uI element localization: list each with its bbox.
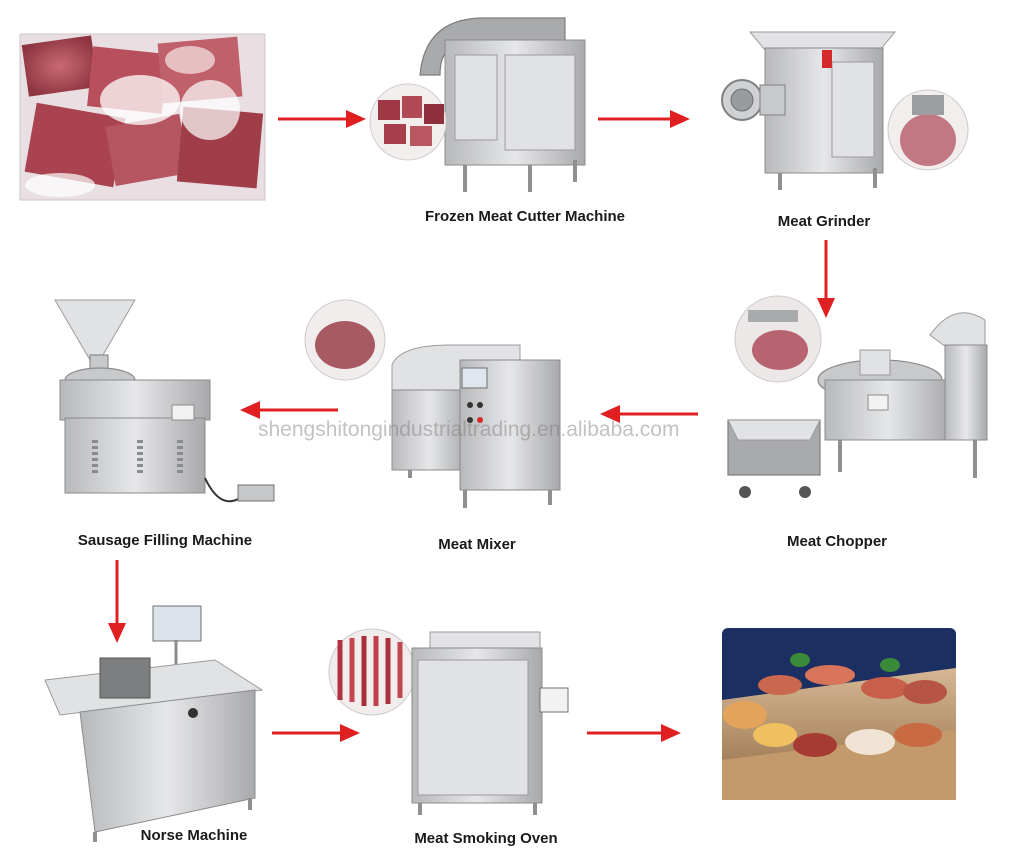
meat-smoking-oven-image (329, 629, 568, 815)
arrow-norse-to-oven (272, 724, 360, 742)
arrow-cutter-to-grinder-2 (598, 110, 690, 128)
label-meat-smoking-oven: Meat Smoking Oven (414, 830, 557, 847)
label-frozen-meat-cutter: Frozen Meat Cutter Machine (425, 208, 625, 225)
label-meat-chopper: Meat Chopper (787, 533, 887, 550)
arrow-mixer-to-filling (240, 401, 338, 419)
meat-chopper-image (728, 296, 987, 498)
arrow-filling-to-norse (108, 560, 126, 643)
frozen-meat-image (20, 34, 265, 200)
label-sausage-filling: Sausage Filling Machine (78, 532, 252, 549)
meat-grinder-image (722, 32, 968, 190)
arrow-grinder-to-chopper (817, 240, 835, 318)
sausage-filling-image (55, 300, 274, 501)
norse-machine-image (45, 606, 262, 842)
watermark-text: shengshitongindustrialtrading.en.alibaba… (258, 418, 679, 442)
arrow-cutter-to-grinder (278, 110, 366, 128)
meat-mixer-image (305, 300, 560, 508)
frozen-meat-cutter-image (370, 18, 585, 192)
label-meat-grinder: Meat Grinder (778, 213, 871, 230)
arrow-oven-to-products (587, 724, 681, 742)
label-meat-mixer: Meat Mixer (438, 536, 516, 553)
sausage-products-image (722, 628, 956, 800)
label-norse-machine: Norse Machine (141, 827, 248, 844)
